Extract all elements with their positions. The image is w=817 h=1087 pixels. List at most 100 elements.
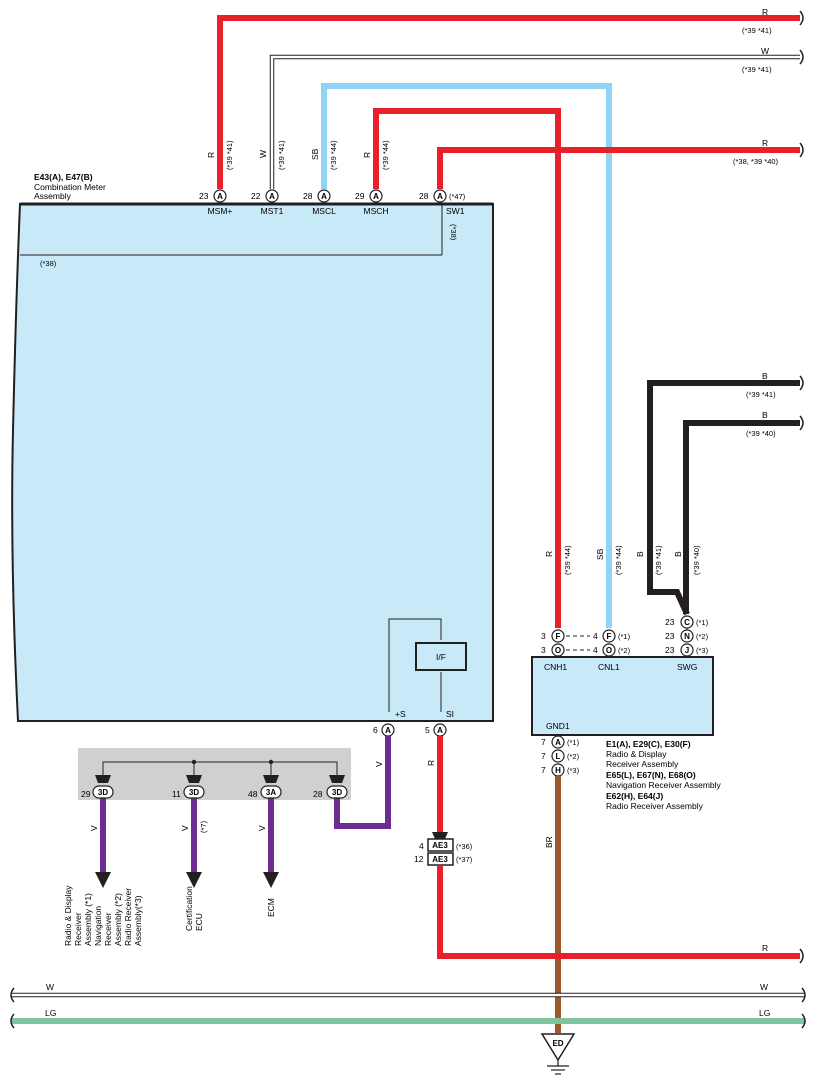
svg-text:Assembly (*2): Assembly (*2): [113, 893, 123, 946]
rcv-wire-r-color: R: [544, 551, 554, 557]
top-wire-1-note: (*39 *41): [742, 26, 772, 35]
svg-text:23: 23: [665, 631, 675, 641]
rcv-wire-b1-note: (*39 *41): [654, 545, 663, 575]
black-wire-2-color: B: [762, 410, 768, 420]
ae3-connector: 4 AE3 (*36) 12 AE3 (*37): [414, 832, 473, 866]
svg-text:5: 5: [425, 725, 430, 735]
harness-conn-28-3d: 28 3D: [313, 775, 348, 799]
svg-text:(*2): (*2): [696, 632, 709, 641]
wire-msch-cnh1: [373, 108, 561, 628]
svg-text:E62(H), E64(J): E62(H), E64(J): [606, 791, 663, 801]
svg-text:Certification: Certification: [184, 886, 194, 931]
svg-text:+S: +S: [395, 709, 406, 719]
rcv-wire-b2-color: B: [673, 551, 683, 557]
top-wire-3-color: R: [762, 138, 768, 148]
svg-text:(*36): (*36): [456, 842, 473, 851]
combination-meter-body: [11, 203, 494, 722]
harness-area: [78, 748, 351, 800]
rcv-wire-sb-color: SB: [595, 548, 605, 560]
svg-text:(*2): (*2): [567, 752, 580, 761]
svg-text:O: O: [606, 646, 612, 655]
svg-text:Radio Receiver: Radio Receiver: [123, 888, 133, 946]
top-wire-1-color: R: [762, 7, 768, 17]
wire-b-swg-1: [647, 380, 800, 616]
wire-b-swg-2: [683, 420, 800, 614]
svg-text:29: 29: [81, 789, 91, 799]
rcv-wire-r-note: (*39 *44): [563, 545, 572, 575]
si-wire-color: R: [426, 760, 436, 766]
pin-msm-wire-color: R: [206, 152, 216, 158]
svg-text:CNH1: CNH1: [544, 662, 567, 672]
svg-text:3D: 3D: [98, 788, 108, 797]
svg-text:7: 7: [541, 737, 546, 747]
svg-text:MSM+: MSM+: [208, 206, 233, 216]
rcv-wire-b1-color: B: [635, 551, 645, 557]
meter-pin-mst1: 22 A MST1: [251, 189, 284, 216]
wire-break-1: [799, 10, 804, 26]
br-wire-color: BR: [544, 836, 554, 848]
svg-text:Receiver: Receiver: [103, 912, 113, 946]
wire-mst1: [269, 54, 800, 189]
black-wire-1-color: B: [762, 371, 768, 381]
interface-block: I/F: [388, 618, 467, 712]
receiver-pin-row-2: 3 O 4 O (*2): [541, 643, 631, 657]
wire-break-b1: [799, 375, 804, 391]
svg-text:ECU: ECU: [194, 913, 204, 931]
svg-text:A: A: [385, 726, 391, 735]
top-wire-3-note: (*38, *39 *40): [733, 157, 779, 166]
svg-text:Assembly(*3): Assembly(*3): [133, 895, 143, 946]
wire-break-b2: [799, 415, 804, 431]
pin-msch-wire-color: R: [362, 152, 372, 158]
svg-text:Assembly (*1): Assembly (*1): [83, 893, 93, 946]
v-wire-ecm-color: V: [257, 825, 267, 831]
harness-conn-11-3d: 11 3D: [172, 775, 205, 799]
meter-pin-msch: 29 A MSCH: [355, 189, 389, 216]
wire-v-ecm: [263, 798, 279, 888]
v-wire-radio-color: V: [89, 825, 99, 831]
svg-text:E65(L), E67(N), E68(O): E65(L), E67(N), E68(O): [606, 770, 696, 780]
wire-v-radio: [95, 798, 111, 888]
meter-title: E43(A), E47(B): [34, 172, 93, 182]
svg-text:C: C: [684, 618, 690, 627]
top-wire-2-color: W: [761, 46, 769, 56]
svg-text:7: 7: [541, 751, 546, 761]
svg-text:3D: 3D: [332, 788, 342, 797]
dest-radio-receiver: Radio & Display Receiver Assembly (*1) N…: [63, 885, 143, 946]
bottom-wire-r-color: R: [762, 943, 768, 953]
svg-text:A: A: [373, 192, 379, 201]
svg-text:A: A: [269, 192, 275, 201]
svg-text:(*1): (*1): [567, 738, 580, 747]
meter-pin-sw1: 28 A (*47) SW1: [419, 189, 466, 216]
svg-text:A: A: [555, 738, 561, 747]
svg-text:MSCH: MSCH: [363, 206, 388, 216]
wire-msm-plus: [217, 15, 800, 189]
pin-msm-wire-note: (*39 *41): [225, 140, 234, 170]
svg-text:L: L: [556, 752, 561, 761]
top-wire-2-note: (*39 *41): [742, 65, 772, 74]
svg-text:F: F: [556, 632, 561, 641]
rcv-wire-b2-note: (*39 *40): [692, 545, 701, 575]
wire-mscl-cnl1: [321, 83, 612, 628]
svg-text:Receiver: Receiver: [73, 912, 83, 946]
svg-text:Radio & Display: Radio & Display: [63, 885, 73, 946]
svg-text:Receiver Assembly: Receiver Assembly: [606, 759, 679, 769]
svg-text:4: 4: [593, 645, 598, 655]
svg-text:SI: SI: [446, 709, 454, 719]
svg-text:3A: 3A: [266, 788, 276, 797]
svg-text:6: 6: [373, 725, 378, 735]
svg-text:Radio Receiver Assembly: Radio Receiver Assembly: [606, 801, 704, 811]
svg-text:28: 28: [313, 789, 323, 799]
svg-text:(*1): (*1): [696, 618, 709, 627]
meter-name-line1: Combination Meter: [34, 182, 106, 192]
svg-text:Radio & Display: Radio & Display: [606, 749, 667, 759]
svg-text:A: A: [217, 192, 223, 201]
svg-text:F: F: [607, 632, 612, 641]
wire-v-cert: [186, 798, 202, 888]
svg-text:GND1: GND1: [546, 721, 570, 731]
svg-text:11: 11: [172, 789, 181, 799]
svg-text:I/F: I/F: [436, 652, 446, 662]
plus-s-wire-color: V: [374, 761, 384, 767]
svg-text:3D: 3D: [189, 788, 199, 797]
dest-certification-ecu: Certification ECU: [184, 886, 204, 931]
